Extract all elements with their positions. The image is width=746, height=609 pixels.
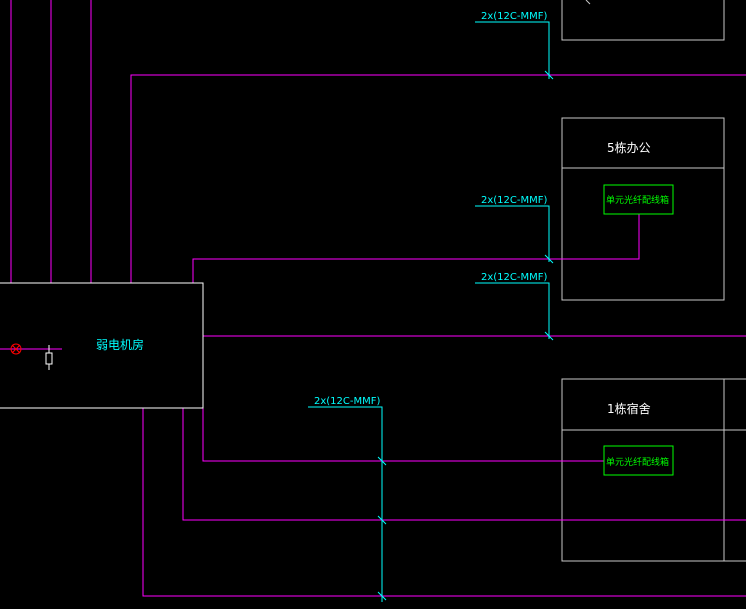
cable-label-4: 2x(12C-MMF) — [314, 396, 381, 407]
building-frames — [561, 0, 746, 562]
leader-4 — [308, 406, 383, 602]
distribution-box-5-label: 单元光纤配线箱 — [606, 194, 669, 206]
cable-leaders — [308, 21, 554, 602]
room-label: 弱电机房 — [96, 337, 144, 352]
distribution-box-1-label: 单元光纤配线箱 — [606, 456, 669, 468]
wire-to-5-box — [192, 214, 640, 283]
fault-symbol-icon — [10, 343, 22, 355]
building-frame-1 — [561, 378, 746, 562]
cable-label-3: 2x(12C-MMF) — [481, 272, 548, 283]
building-frame-5 — [561, 117, 725, 301]
leader-2 — [475, 205, 550, 262]
building-1-name: 1栋宿舍 — [607, 401, 651, 416]
wire-lower-1 — [182, 408, 746, 521]
wire-to-1-box — [202, 408, 604, 462]
building-frame-top — [561, 0, 725, 41]
wire-to-top — [130, 74, 746, 283]
plug-symbol-icon — [45, 352, 53, 370]
room-box — [0, 282, 204, 409]
cable-label-1: 2x(12C-MMF) — [481, 11, 548, 22]
leader-1 — [475, 21, 550, 79]
building-frame-top-tick — [585, 0, 591, 5]
leader-3 — [475, 282, 550, 339]
distribution-box-1 — [603, 445, 674, 476]
wire-lower-2 — [142, 408, 746, 597]
building-5-name: 5栋办公 — [607, 140, 651, 155]
cable-label-2: 2x(12C-MMF) — [481, 195, 548, 206]
distribution-box-5 — [603, 184, 674, 215]
